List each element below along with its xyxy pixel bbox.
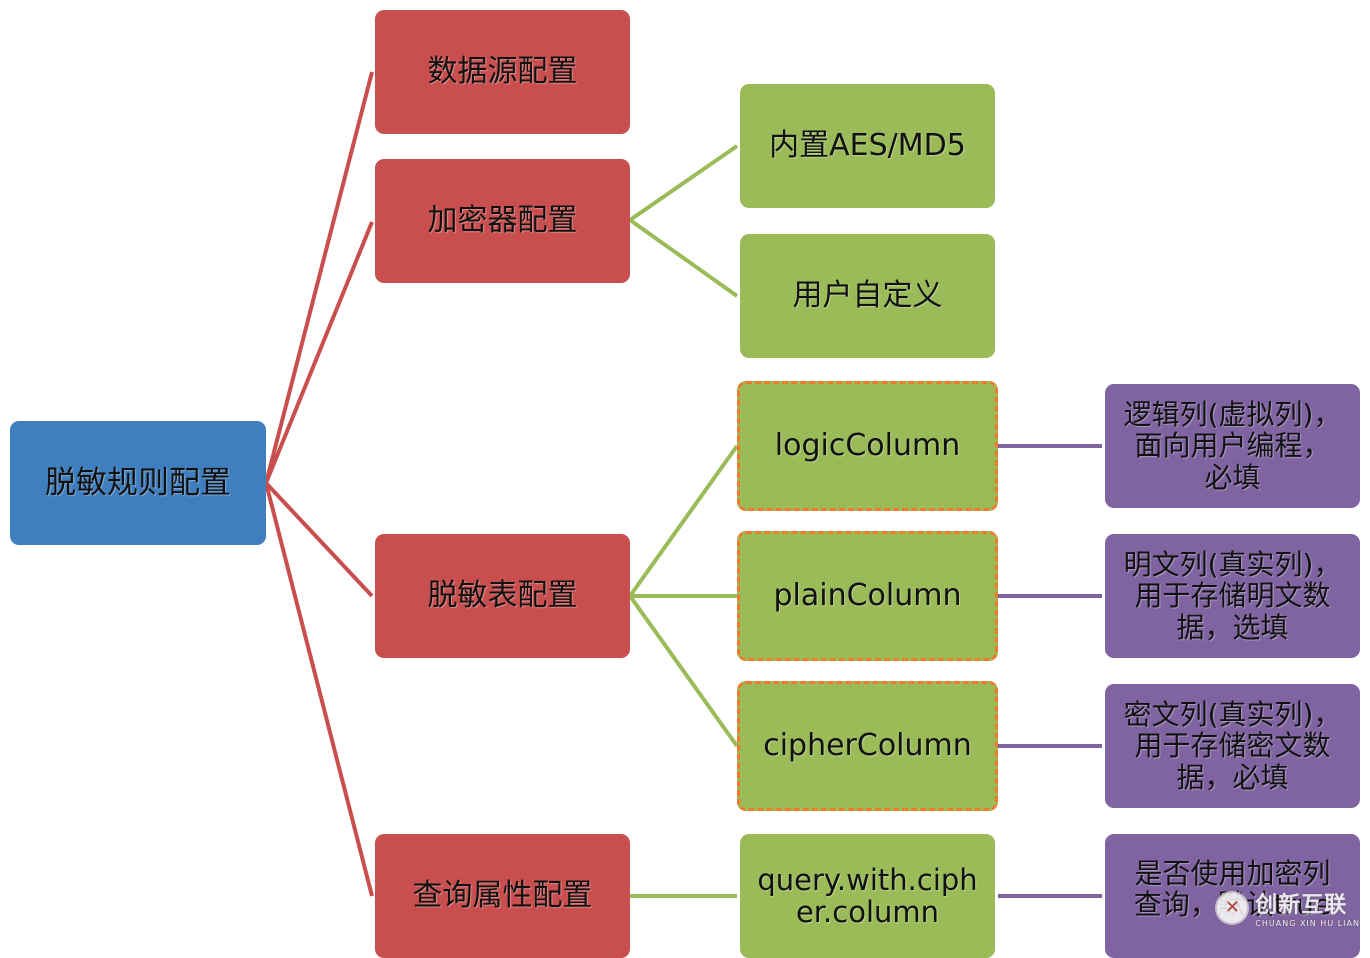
- query-with-cipher-line2: er.column: [795, 895, 940, 929]
- root-node: 脱敏规则配置: [10, 421, 266, 545]
- root-label: 脱敏规则配置: [45, 464, 231, 501]
- logic-desc-line3: 必填: [1204, 460, 1261, 494]
- watermark-main-text: 创新互联: [1255, 893, 1348, 918]
- link-encryptor-custom: [628, 218, 739, 298]
- logic-column-label: logicColumn: [774, 428, 961, 464]
- link-root-query: [264, 482, 374, 897]
- logic-desc-line1: 逻辑列(虚拟列)，: [1123, 397, 1342, 431]
- plain-column-node: plainColumn: [737, 531, 998, 661]
- plain-column-label: plainColumn: [773, 578, 962, 614]
- encryptor-config-label: 加密器配置: [427, 203, 578, 239]
- table-config-node: 脱敏表配置: [375, 534, 630, 658]
- builtin-encryptor-label: 内置AES/MD5: [769, 128, 966, 164]
- query-desc-line1: 是否使用加密列: [1134, 857, 1331, 890]
- logo-icon: ✕: [1215, 890, 1250, 925]
- plain-desc-line2: 用于存储明文数: [1134, 579, 1331, 613]
- plain-column-description: 明文列(真实列)， 用于存储明文数 据，选填: [1105, 534, 1360, 658]
- query-with-cipher-line1: query.with.ciph: [757, 862, 978, 897]
- datasource-config-label: 数据源配置: [427, 54, 578, 90]
- plain-desc-line3: 据，选填: [1176, 610, 1289, 644]
- link-table-cipher: [628, 594, 739, 748]
- cipher-desc-line1: 密文列(真实列)，: [1123, 697, 1342, 731]
- link-table-logic: [628, 444, 739, 598]
- logic-desc-line2: 面向用户编程，: [1134, 429, 1331, 463]
- cipher-desc-line2: 用于存储密文数: [1134, 729, 1331, 763]
- query-with-cipher-node: query.with.ciph er.column: [740, 834, 995, 958]
- link-root-encryptor: [264, 221, 374, 484]
- custom-encryptor-label: 用户自定义: [792, 278, 943, 314]
- cipher-column-label: cipherColumn: [763, 728, 972, 764]
- watermark: ✕ 创新互联 CHUANG XIN HU LIAN: [1215, 887, 1360, 928]
- custom-encryptor-node: 用户自定义: [740, 234, 995, 358]
- query-config-node: 查询属性配置: [375, 834, 630, 958]
- query-config-label: 查询属性配置: [412, 878, 593, 914]
- encryptor-config-node: 加密器配置: [375, 159, 630, 283]
- cipher-column-description: 密文列(真实列)， 用于存储密文数 据，必填: [1105, 684, 1360, 808]
- watermark-sub-text: CHUANG XIN HU LIAN: [1255, 919, 1360, 928]
- plain-desc-line1: 明文列(真实列)，: [1123, 547, 1342, 581]
- connector-lines: [264, 71, 1102, 898]
- mind-map: 脱敏规则配置 数据源配置 加密器配置 脱敏表配置 查询属性配置 内置AES/MD…: [10, 10, 1360, 958]
- table-config-label: 脱敏表配置: [427, 578, 578, 614]
- link-root-datasource: [264, 71, 374, 484]
- datasource-config-node: 数据源配置: [375, 10, 630, 134]
- builtin-encryptor-node: 内置AES/MD5: [740, 84, 995, 208]
- cipher-desc-line3: 据，必填: [1176, 760, 1289, 794]
- logic-column-description: 逻辑列(虚拟列)， 面向用户编程， 必填: [1105, 384, 1360, 508]
- link-encryptor-builtin: [628, 144, 739, 222]
- logic-column-node: logicColumn: [737, 381, 998, 511]
- cipher-column-node: cipherColumn: [737, 681, 998, 811]
- link-root-table: [264, 481, 374, 598]
